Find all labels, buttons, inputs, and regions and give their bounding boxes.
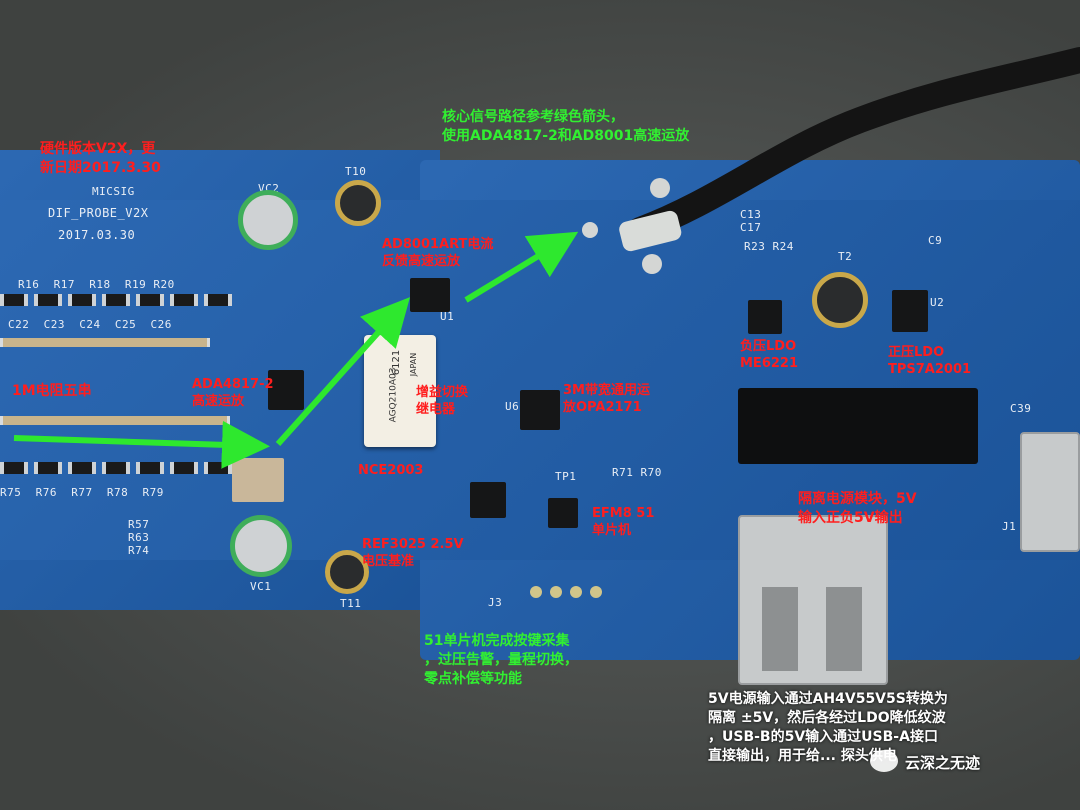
annotation-power-note: 5V电源输入通过AH4V55V5S转换为 隔离 ±5V，然后各经过LDO降低纹波…: [708, 691, 948, 764]
usb-a-slot-right: [826, 587, 862, 671]
annotation-divider: 1M电阻五串: [12, 383, 92, 399]
silk-tp1: TP1: [555, 470, 577, 483]
annotation-ldo-pos: 正压LDO TPS7A2001: [888, 345, 972, 377]
silk-u2: U2: [930, 296, 945, 309]
usb-a-slot-left: [762, 587, 798, 671]
silk-r75-row: R75 R76 R77 R78 R79: [0, 486, 164, 499]
silk-j3: J3: [488, 596, 503, 609]
silk-j1: J1: [1002, 520, 1017, 533]
chip-nce2003: [470, 482, 506, 518]
annotation-mcu-function: 51单片机完成按键采集 ，过压告警，量程切换， 零点补偿等功能: [424, 633, 578, 687]
annotation-ada4817: ADA4817-2 高速运放: [192, 377, 274, 409]
pcb-board-top: [0, 200, 1080, 560]
chip-ad8001: [410, 278, 450, 312]
annotation-opamp: 3M带宽通用运 放OPA2171: [563, 383, 650, 415]
header-pad-3: [570, 586, 582, 598]
annotation-relay: 增益切换 继电器: [416, 385, 469, 417]
header-pad-2: [550, 586, 562, 598]
silk-r16-row: R16 R17 R18 R19 R20: [18, 278, 175, 291]
trimmer-vr1: [232, 458, 284, 502]
annotation-hw-version: 硬件版本V2X，更 新日期2017.3.30: [40, 141, 161, 176]
chip-tps7a2001: [892, 290, 928, 332]
relay-marking-3: JAPAN: [409, 352, 419, 377]
annotation-ad8001: AD8001ART电流 反馈高速运放: [382, 237, 494, 269]
trimmer-vc1: [230, 515, 292, 577]
annotation-nce2003: NCE2003: [358, 463, 424, 478]
silk-r23: R23 R24: [744, 240, 794, 253]
watermark-channel: 云深之无迹: [905, 754, 981, 772]
trimmer-vc2: [238, 190, 298, 250]
silk-c9: C9: [928, 234, 943, 247]
chip-me6221: [748, 300, 782, 334]
capacitor-row-mid: [0, 416, 230, 428]
silk-t10: T10: [345, 165, 367, 178]
usb-a-connector: [738, 515, 888, 685]
silk-u1: U1: [440, 310, 455, 323]
annotation-ref3025: REF3025 2.5V 电压基准: [362, 537, 464, 569]
header-pad-1: [530, 586, 542, 598]
silk-c39: C39: [1010, 402, 1032, 415]
usb-b-connector: [1020, 432, 1080, 552]
silk-vc1: VC1: [250, 580, 272, 593]
silk-t2: T2: [838, 250, 853, 263]
chip-opa2171: [520, 390, 560, 430]
resistor-row-bottom: [0, 462, 232, 474]
mount-hole-t2: [812, 272, 868, 328]
capacitor-row-top: [0, 338, 210, 350]
annotation-signal-path: 核心信号路径参考绿色箭头， 使用ADA4817-2和AD8001高速运放: [442, 109, 690, 144]
silk-r71: R71 R70: [612, 466, 662, 479]
silk-u6: U6: [505, 400, 520, 413]
annotation-iso-module: 隔离电源模块，5V 输入正负5V输出: [798, 491, 917, 526]
resistor-row-top: [0, 294, 232, 306]
silk-c22-row: C22 C23 C24 C25 C26: [8, 318, 172, 331]
relay-marking-2: AGQ210A03: [388, 367, 399, 423]
isolated-power-module: [738, 388, 978, 464]
mount-hole-t10: [335, 180, 381, 226]
silk-brand: MICSIG: [92, 185, 135, 198]
mount-hole-t11: [325, 550, 369, 594]
silk-date: 2017.03.30: [58, 228, 136, 242]
annotation-mcu: EFM8 51 单片机: [592, 506, 655, 538]
watermark-wechat-icon: [870, 750, 898, 772]
silk-model: DIF_PROBE_V2X: [48, 206, 149, 220]
silk-t11: T11: [340, 597, 362, 610]
header-pad-4: [590, 586, 602, 598]
chip-efm8: [548, 498, 578, 528]
annotation-ldo-neg: 负压LDO ME6221: [740, 339, 798, 371]
